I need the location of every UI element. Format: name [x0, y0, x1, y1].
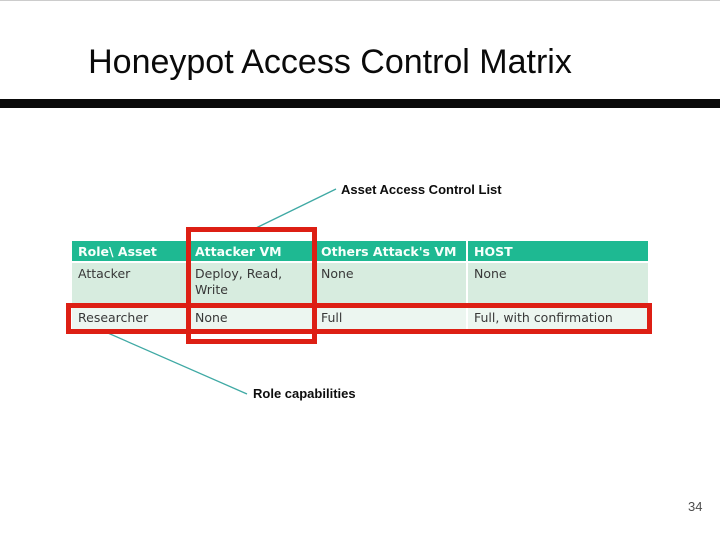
- cell-researcher-host: Full, with confirmation: [466, 305, 648, 331]
- highlight-researcher-row: [66, 303, 652, 334]
- header-role-asset: Role\ Asset: [72, 241, 187, 261]
- cell-attacker-attackervm: Deploy, Read, Write: [187, 261, 313, 305]
- table-row-attacker: Attacker Deploy, Read, Write None None: [72, 261, 648, 305]
- cell-attacker-host: None: [466, 261, 648, 305]
- table-row-researcher: Researcher None Full Full, with confirma…: [72, 305, 648, 331]
- title-divider: [0, 99, 720, 108]
- header-host: HOST: [466, 241, 648, 261]
- header-attacker-vm: Attacker VM: [187, 241, 313, 261]
- header-others-attacks-vm: Others Attack's VM: [313, 241, 466, 261]
- callout-role-capabilities: Role capabilities: [253, 386, 356, 401]
- table-header-row: Role\ Asset Attacker VM Others Attack's …: [72, 241, 648, 261]
- callout-asset-access-control-list: Asset Access Control List: [341, 182, 502, 197]
- access-control-table: Role\ Asset Attacker VM Others Attack's …: [72, 241, 648, 331]
- cell-attacker-othersvm: None: [313, 261, 466, 305]
- acl-callout-line: [255, 188, 337, 229]
- page-number: 34: [688, 499, 703, 514]
- cell-attacker-role: Attacker: [72, 261, 187, 305]
- highlight-attacker-vm-column: [186, 227, 317, 344]
- page-title: Honeypot Access Control Matrix: [88, 43, 572, 81]
